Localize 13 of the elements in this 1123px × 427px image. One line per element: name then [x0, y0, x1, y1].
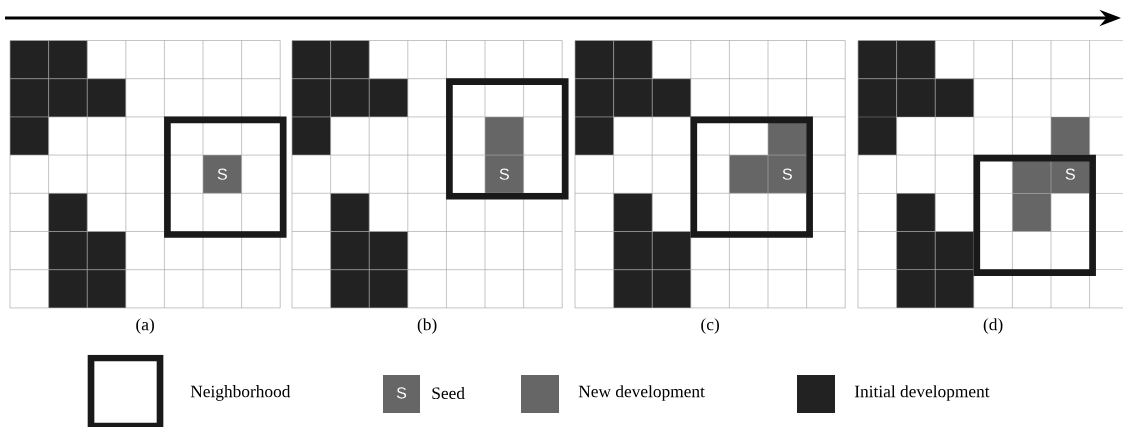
legend-label: Neighborhood — [190, 385, 291, 401]
panel-caption: (c) — [701, 318, 719, 334]
seed-letter: S — [782, 168, 792, 180]
panel-caption: (b) — [417, 318, 437, 334]
panel-caption: (a) — [136, 318, 154, 334]
seed-letter: S — [499, 168, 509, 180]
seed-letter: S — [1065, 168, 1075, 180]
legend-label: New development — [578, 385, 705, 401]
seed-sample: S — [383, 375, 420, 413]
panel-caption: (d) — [983, 318, 1003, 334]
seed-letter: S — [217, 168, 227, 180]
legend-label: Initial development — [854, 385, 990, 401]
legend-label: Seed — [432, 386, 465, 400]
